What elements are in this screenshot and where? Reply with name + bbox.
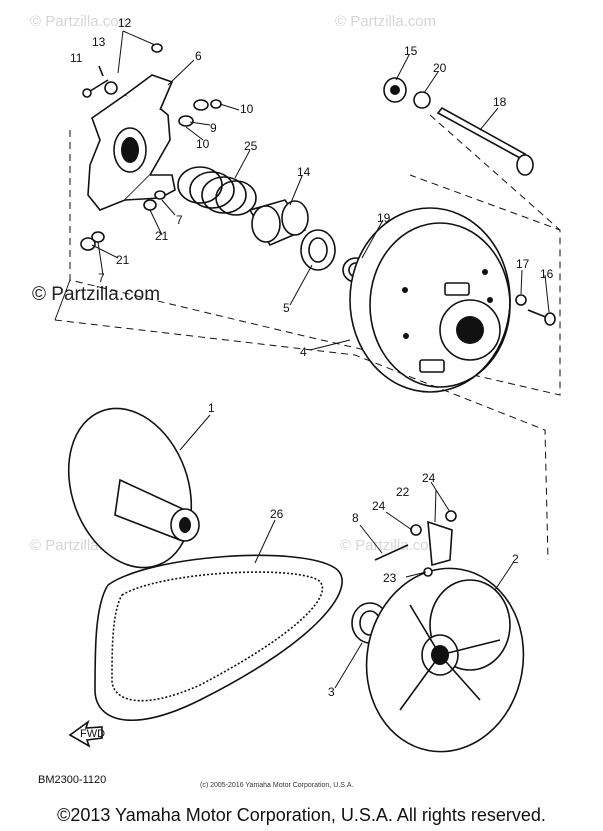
callout-14: 14 (297, 165, 311, 179)
bolt-part (82, 65, 109, 98)
callout-23: 23 (383, 571, 397, 585)
sheave-housing-part (349, 207, 511, 393)
callout-10: 10 (240, 102, 254, 116)
callout-1: 1 (208, 401, 215, 415)
assembly-outline-lower (54, 279, 549, 561)
callout-4: 4 (300, 345, 307, 359)
forward-arrow-icon: FWD (68, 719, 105, 748)
fixed-sheave-part (67, 407, 200, 569)
callout-8: 8 (352, 511, 359, 525)
drive-belt-part (94, 554, 343, 721)
callout-5: 5 (283, 301, 290, 315)
long-bolt-part (436, 106, 534, 176)
callout-6: 6 (195, 49, 202, 63)
bolt-part (515, 294, 556, 326)
callout-26: 26 (270, 507, 284, 521)
fwd-label: FWD (80, 728, 105, 740)
callout-3: 3 (328, 685, 335, 699)
callout-24: 24 (372, 499, 386, 513)
callout-13: 13 (92, 35, 106, 49)
diagram-code: BM2300-1120 (38, 774, 106, 786)
callout-25: 25 (244, 139, 258, 153)
cap-part (383, 77, 431, 109)
callout-20: 20 (433, 61, 447, 75)
watermark: © Partzilla.com (335, 13, 436, 30)
movable-sheave-part (365, 567, 525, 753)
callout-19: 19 (377, 211, 391, 225)
callout-12: 12 (118, 16, 132, 30)
watermark: © Partzilla.com (340, 537, 441, 554)
callout-22: 22 (396, 485, 410, 499)
spring-part (177, 166, 257, 216)
pin-part (151, 43, 222, 127)
callout-17: 17 (516, 257, 530, 271)
callout-21: 21 (155, 229, 169, 243)
callout-16: 16 (540, 267, 554, 281)
small-parts (374, 510, 457, 577)
callout-18: 18 (493, 95, 507, 109)
callout-21: 21 (116, 253, 130, 267)
callout-10: 10 (196, 137, 210, 151)
footer-copyright: ©2013 Yamaha Motor Corporation, U.S.A. A… (57, 805, 546, 825)
callout-7: 7 (98, 271, 105, 285)
callout-labels: 12 13 11 6 10 9 10 25 14 19 5 4 15 20 18… (70, 16, 554, 699)
callout-15: 15 (404, 44, 418, 58)
spider-part (87, 74, 176, 211)
washer-part (80, 190, 166, 251)
callout-2: 2 (512, 552, 519, 566)
leader-lines (91, 30, 550, 689)
callout-24: 24 (422, 471, 436, 485)
callout-9: 9 (210, 121, 217, 135)
callout-7: 7 (176, 213, 183, 227)
bearing-part (300, 229, 336, 271)
watermark-main: © Partzilla.com (32, 284, 160, 305)
watermark: © Partzilla.com (30, 13, 131, 30)
small-copyright: (c) 2005-2016 Yamaha Motor Corporation, … (200, 782, 353, 789)
sleeve-part (248, 199, 309, 247)
callout-11: 11 (70, 51, 83, 65)
